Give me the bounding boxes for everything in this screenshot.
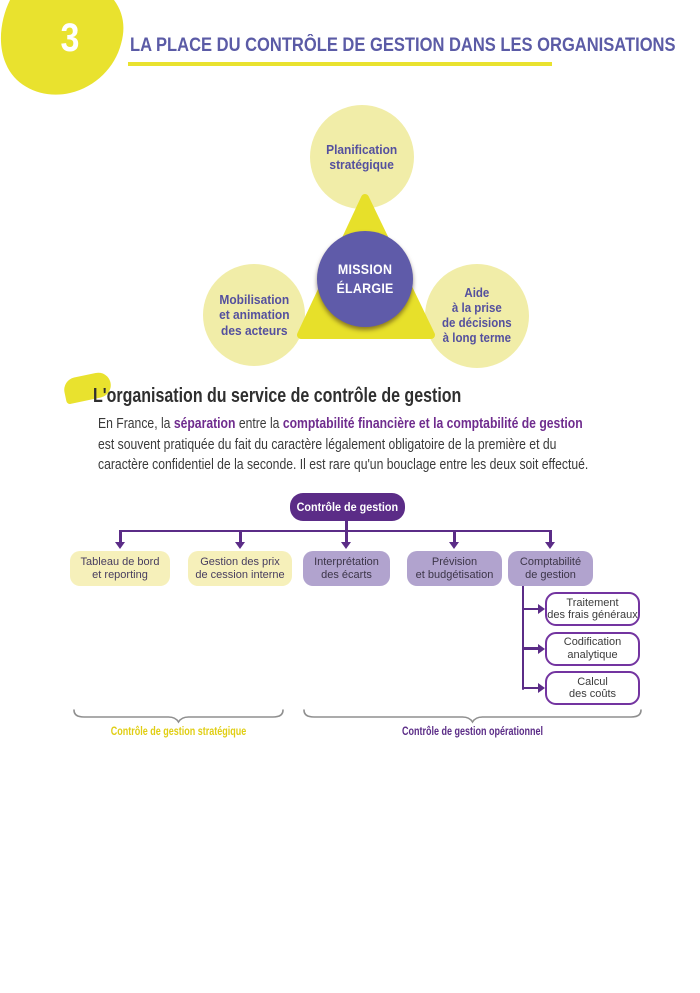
- paragraph-line: est souvent pratiquée du fait du caractè…: [98, 436, 557, 453]
- org-node-prix-cession: Gestion des prix de cession interne: [188, 551, 292, 586]
- arrow-down-icon: [449, 542, 460, 549]
- org-node-label-line: Gestion des prix: [200, 555, 280, 568]
- section-heading: L'organisation du service de contrôle de…: [93, 385, 462, 407]
- group-label-strategique: Contrôle de gestion stratégique: [110, 724, 247, 738]
- circle-label-line: stratégique: [329, 157, 395, 172]
- org-root-label: Contrôle de gestion: [296, 500, 399, 514]
- circle-label-line: et animation: [218, 307, 290, 323]
- arrow-right-icon: [523, 607, 539, 611]
- leaf-box-codification: Codification analytique: [545, 631, 640, 666]
- arrow-down-icon: [341, 542, 352, 549]
- circle-label-line: à long terme: [442, 331, 512, 345]
- paragraph-text: En France, la: [98, 416, 174, 432]
- arrow-down-icon: [235, 542, 246, 549]
- leaf-label-line: analytique: [567, 648, 618, 661]
- org-node-label-line: Prévision: [431, 555, 478, 568]
- org-node-tableau-de-bord: Tableau de bord et reporting: [70, 551, 170, 586]
- org-node-label-line: et reporting: [92, 568, 148, 581]
- arrow-right-icon: [538, 643, 545, 654]
- org-node-label-line: de cession interne: [195, 568, 285, 581]
- circle-label-line: MISSION: [337, 262, 393, 277]
- leaf-box-calcul-couts: Calcul des coûts: [545, 671, 640, 705]
- org-node-label-line: Comptabilité: [519, 555, 582, 568]
- leaf-box-frais-generaux: Traitement des frais généraux: [545, 592, 640, 626]
- org-node-interpretation-ecarts: Interprétation des écarts: [303, 551, 390, 586]
- arrow-right-icon: [538, 683, 545, 693]
- body-paragraph: En France, la séparation entre la compta…: [98, 414, 588, 476]
- circle-mission-elargie: MISSION ÉLARGIE: [317, 231, 413, 327]
- group-label-operationnel: Contrôle de gestion opérationnel: [401, 724, 543, 738]
- arrow-down-icon: [119, 529, 122, 544]
- leaf-label-line: des frais généraux: [547, 609, 638, 621]
- arrow-down-icon: [115, 542, 126, 549]
- org-node-prevision-budgetisation: Prévision et budgétisation: [407, 551, 502, 586]
- circle-label-line: des acteurs: [220, 322, 288, 338]
- arrow-right-icon: [523, 647, 539, 650]
- chapter-title: LA PLACE DU CONTRÔLE DE GESTION DANS LES…: [130, 35, 676, 56]
- arrow-down-icon: [239, 529, 242, 544]
- brace-right-icon: [303, 709, 642, 724]
- org-node-label-line: des écarts: [321, 568, 372, 581]
- org-node-label-line: de gestion: [525, 568, 576, 581]
- leaf-label-line: des coûts: [568, 688, 617, 700]
- leaf-label-line: Traitement: [566, 596, 619, 609]
- circle-label-line: Aide: [464, 286, 490, 300]
- arrow-down-icon: [545, 542, 556, 549]
- title-underline: [128, 62, 552, 66]
- org-node-label-line: et budgétisation: [415, 568, 494, 581]
- brace-left-icon: [73, 709, 284, 724]
- paragraph-line: En France, la séparation entre la compta…: [98, 414, 588, 435]
- circle-planification-strategique: Planification stratégique: [310, 105, 414, 209]
- connector-line: [119, 529, 552, 533]
- leaf-label-line: Codification: [563, 636, 622, 648]
- org-root-node: Contrôle de gestion: [290, 493, 405, 521]
- leaf-label-line: Calcul: [577, 675, 608, 688]
- paragraph-bold-text: comptabilité financière et la comptabili…: [282, 416, 583, 432]
- circle-aide-decisions: Aide à la prise de décisions à long term…: [425, 264, 529, 368]
- arrow-right-icon: [538, 604, 545, 614]
- arrow-down-icon: [345, 529, 348, 544]
- circle-label-line: de décisions: [442, 316, 512, 330]
- connector-line: [521, 586, 525, 690]
- chapter-number-blob: [0, 0, 124, 95]
- paragraph-text: entre la: [235, 416, 283, 432]
- org-node-label-line: Tableau de bord: [80, 555, 160, 568]
- paragraph-line: caractère confidentiel de la seconde. Il…: [98, 457, 589, 473]
- org-node-label-line: Interprétation: [314, 555, 379, 568]
- connector-line: [345, 520, 348, 531]
- circle-label-line: Mobilisation: [219, 291, 289, 307]
- circle-mobilisation-acteurs: Mobilisation et animation des acteurs: [203, 264, 305, 366]
- circle-label-line: à la prise: [452, 301, 502, 315]
- arrow-right-icon: [523, 686, 539, 690]
- arrow-down-icon: [453, 529, 456, 544]
- org-node-comptabilite-gestion: Comptabilité de gestion: [508, 551, 593, 586]
- arrow-down-icon: [549, 529, 552, 544]
- chapter-number: 3: [60, 16, 80, 60]
- circle-label-line: ÉLARGIE: [336, 281, 394, 296]
- paragraph-bold-text: séparation: [173, 416, 236, 432]
- circle-label-line: Planification: [326, 141, 398, 157]
